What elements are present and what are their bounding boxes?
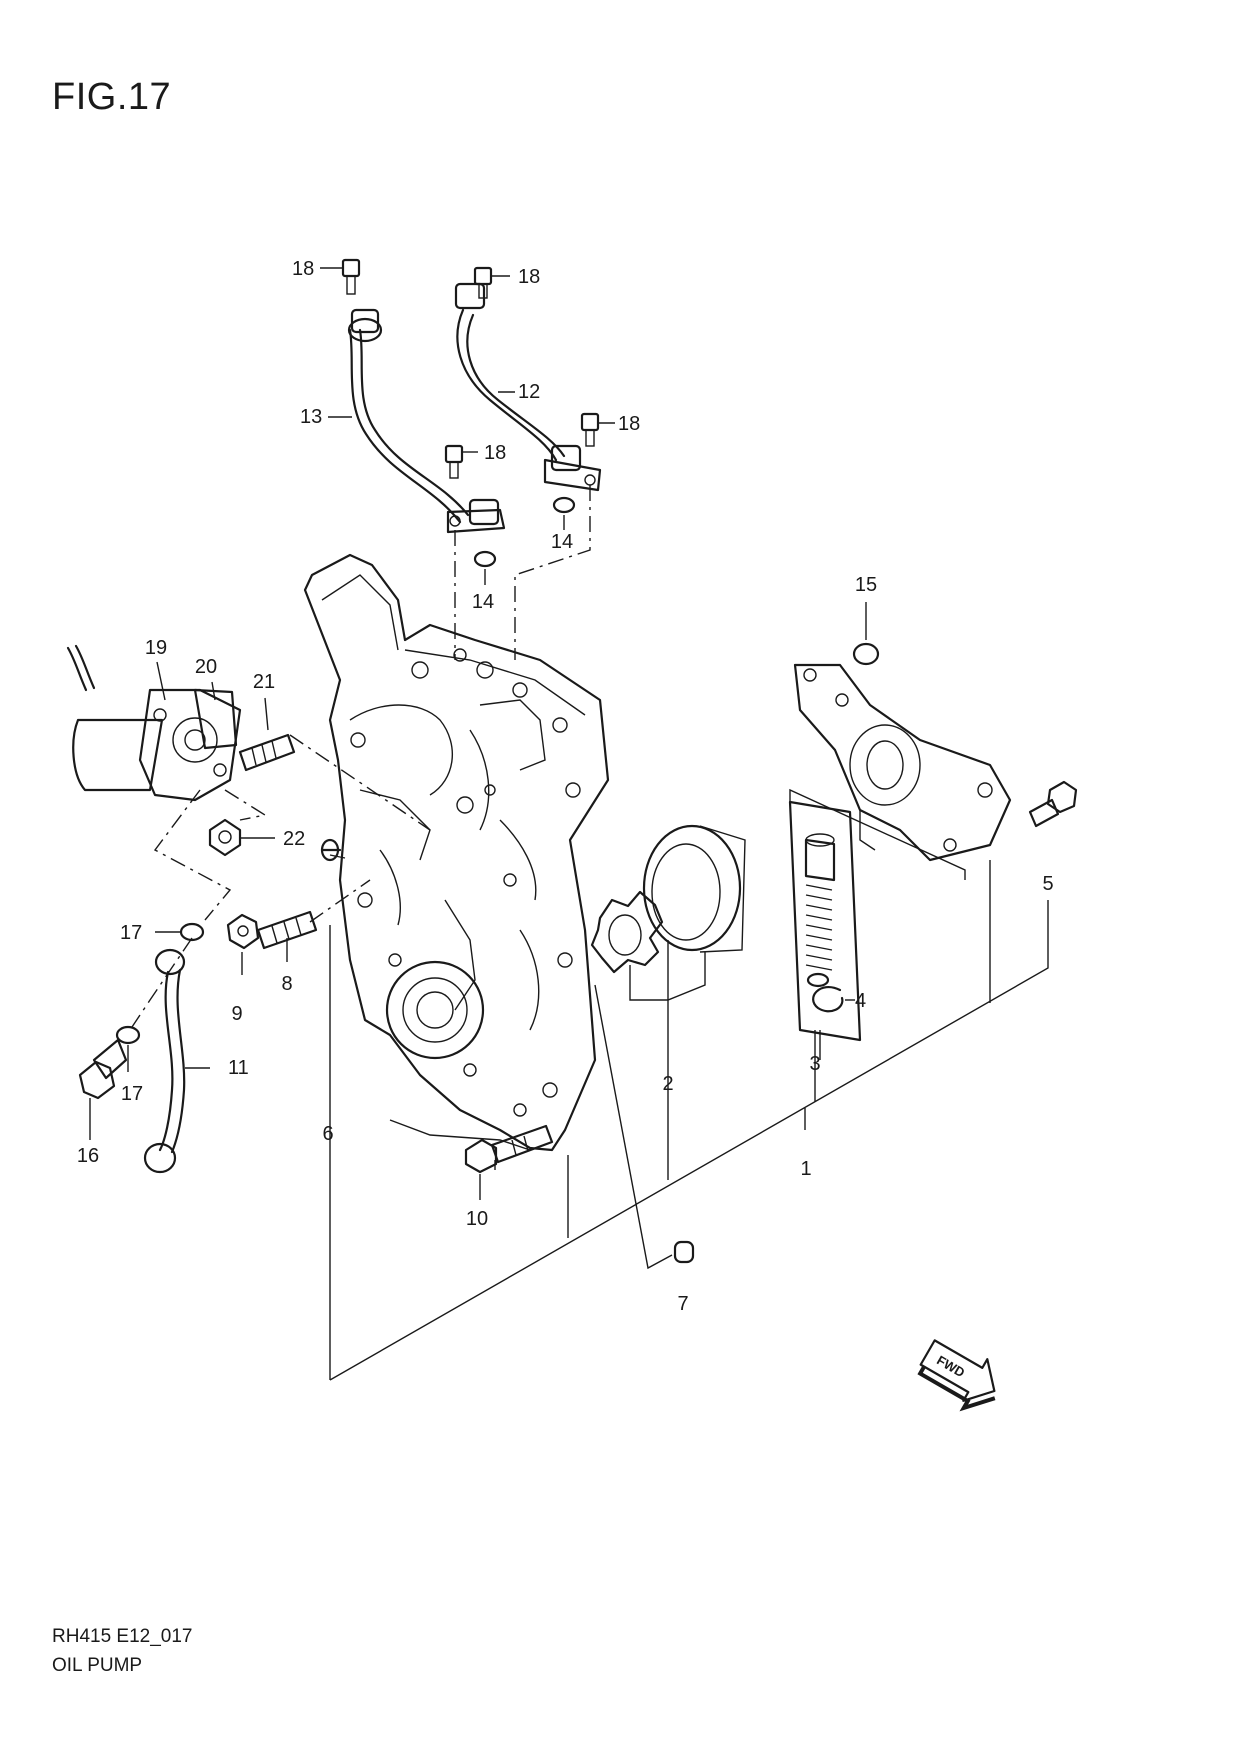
bolt-18-c: [580, 412, 600, 447]
gasket-20: [193, 688, 238, 750]
bolt-18-d: [444, 444, 464, 479]
callout-16: 16: [77, 1145, 99, 1167]
washer-17-a: [179, 922, 205, 942]
figure-title: FIG.17: [52, 76, 172, 118]
nut-22: [208, 818, 242, 857]
callout-18-d: 18: [484, 442, 506, 464]
callout-8: 8: [281, 973, 292, 995]
timing-chain-cover: [303, 553, 610, 1152]
callout-15: 15: [855, 574, 877, 596]
callout-numbers: 1 2 3 4 5 6 7 8 9 10 11 12 13 14 14 15 1…: [77, 258, 1054, 1315]
callout-10: 10: [466, 1208, 488, 1230]
callout-18-a: 18: [292, 258, 314, 280]
relief-valve-3: [788, 800, 862, 1042]
oil-control-valve-19: [66, 644, 242, 802]
callout-11: 11: [228, 1057, 249, 1079]
oil-pipe-13: [347, 308, 506, 534]
fwd-arrow-icon: FWD: [917, 1339, 996, 1412]
nut-9: [226, 913, 260, 950]
snap-ring-4: [812, 986, 844, 1013]
union-bolt-16: [78, 1038, 128, 1100]
washer-17-b: [115, 1025, 141, 1045]
dowel-7: [673, 1240, 695, 1264]
dowel-6: [320, 838, 342, 862]
callout-17-a: 17: [120, 922, 142, 944]
callout-2: 2: [662, 1073, 673, 1095]
reference-lines: [89, 267, 1049, 1381]
oil-pipe-11: [143, 948, 186, 1174]
callout-18-b: 18: [518, 266, 540, 288]
callout-7: 7: [677, 1293, 688, 1315]
callout-13: 13: [300, 406, 322, 428]
oil-pipe-12: [454, 282, 602, 492]
o-ring-14-b: [473, 550, 497, 568]
stud-8: [256, 910, 318, 950]
callout-14-a: 14: [551, 531, 573, 553]
bolt-10: [464, 1124, 554, 1174]
callout-17-b: 17: [121, 1083, 143, 1105]
callout-6: 6: [322, 1123, 333, 1145]
bolt-18-a: [341, 258, 361, 295]
callout-19: 19: [145, 637, 167, 659]
callout-14-b: 14: [472, 591, 494, 613]
callout-12: 12: [518, 381, 540, 403]
inner-rotor-2: [590, 890, 664, 974]
callout-22: 22: [283, 828, 305, 850]
o-ring-14-a: [552, 496, 576, 514]
callout-20: 20: [195, 656, 217, 678]
oil-pump-body: [793, 663, 1012, 862]
outer-rotor-2: [642, 824, 746, 953]
callout-18-c: 18: [618, 413, 640, 435]
callout-1: 1: [800, 1158, 811, 1180]
callout-21: 21: [253, 671, 275, 693]
diagram-name: OIL PUMP: [52, 1655, 143, 1676]
diagram-code: RH415 E12_017: [52, 1626, 193, 1647]
callout-5: 5: [1042, 873, 1053, 895]
bolt-18-b: [473, 266, 493, 299]
callout-4: 4: [855, 990, 866, 1012]
bolt-5: [1028, 780, 1078, 828]
callout-9: 9: [231, 1003, 242, 1025]
stud-21: [238, 733, 296, 772]
o-ring-15: [852, 642, 880, 666]
callout-3: 3: [809, 1053, 820, 1075]
